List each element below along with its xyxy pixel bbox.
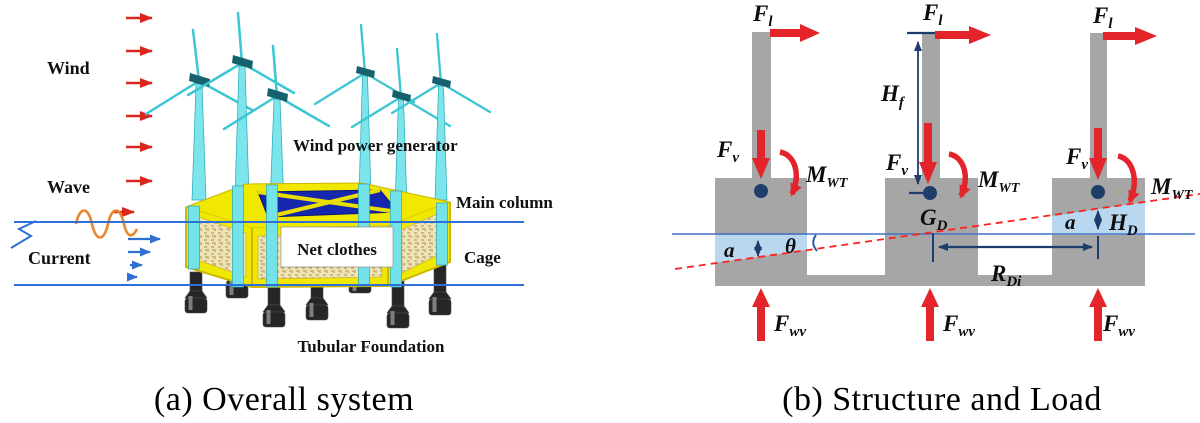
net-clothes-label: Net clothes xyxy=(297,240,377,259)
fwv-arrow-middle xyxy=(921,288,939,341)
mwt-curl-right xyxy=(1117,153,1140,204)
fl-arrow-middle xyxy=(935,26,991,44)
cage-label: Cage xyxy=(464,248,501,267)
theta-label: θ xyxy=(785,234,796,258)
water-lines xyxy=(10,220,524,286)
fv-label-left: Fv xyxy=(716,137,739,166)
wind-label: Wind xyxy=(47,58,90,78)
bottom-beam xyxy=(715,275,1145,286)
rdi-label: RDi xyxy=(990,261,1022,290)
fwv-arrow-right xyxy=(1089,288,1107,341)
wind-power-generator-label: Wind power generator xyxy=(293,136,458,155)
fl-arrow-left xyxy=(770,24,820,42)
fwv-label-middle: Fwv xyxy=(942,311,975,340)
net-clothes-box xyxy=(280,226,394,268)
panel-b-structure-load: Fl Fl Fl Fv Fv Fv MWT MWT MWT Fwv Fwv Fw… xyxy=(672,0,1200,341)
wave-label: Wave xyxy=(47,177,90,197)
mwt-label-left: MWT xyxy=(805,162,849,191)
wind-turbine xyxy=(186,11,296,197)
hd-label: HD xyxy=(1108,210,1138,239)
fv-arrow-middle xyxy=(919,123,937,184)
caption-structure-load: (b) Structure and Load xyxy=(782,381,1102,418)
fwv-arrow-left xyxy=(752,288,770,341)
caption-overall-system: (a) Overall system xyxy=(153,381,415,418)
tubular-foundation-leg xyxy=(428,261,452,316)
tilt-axis xyxy=(674,193,1200,270)
wind-turbine xyxy=(222,44,331,206)
fl-label-middle: Fl xyxy=(922,0,943,29)
current-label: Current xyxy=(28,248,91,268)
mwt-label-right: MWT xyxy=(1150,174,1194,203)
dimension-lines xyxy=(754,31,1102,262)
wind-turbine xyxy=(390,32,492,201)
tubular-foundation-label: Tubular Foundation xyxy=(298,337,445,356)
a-label-left: a xyxy=(724,238,735,262)
fv-label-right: Fv xyxy=(1065,144,1088,173)
fl-label-right: Fl xyxy=(1092,3,1113,32)
water-break-symbol xyxy=(10,220,37,249)
panel-a-overall-system: Wind Wave Current Wind power generator M… xyxy=(10,11,553,356)
mwt-label-middle: MWT xyxy=(977,167,1021,196)
main-column-label: Main column xyxy=(456,193,553,212)
fl-arrow-right xyxy=(1103,27,1157,45)
hf-label: Hf xyxy=(880,81,906,111)
tower-left xyxy=(752,32,771,179)
fv-label-middle: Fv xyxy=(885,150,908,179)
fv-arrow-right xyxy=(1089,128,1107,180)
fwv-label-right: Fwv xyxy=(1102,311,1135,340)
fl-label-left: Fl xyxy=(752,1,773,30)
center-dots xyxy=(754,184,1105,200)
fwv-label-left: Fwv xyxy=(773,311,806,340)
wind-turbine xyxy=(144,28,254,201)
a-label-right: a xyxy=(1065,210,1076,234)
fv-arrow-left xyxy=(752,130,770,179)
current-arrows xyxy=(127,234,161,282)
mwt-curl-middle xyxy=(948,151,971,199)
wave-symbol xyxy=(74,209,139,239)
gd-label: GD xyxy=(920,205,948,234)
tubular-foundation-leg xyxy=(184,271,208,314)
mwt-curl-left xyxy=(779,149,802,197)
force-arrows xyxy=(752,24,1157,341)
moment-arrows xyxy=(779,149,1140,204)
theta-arc xyxy=(812,234,818,252)
